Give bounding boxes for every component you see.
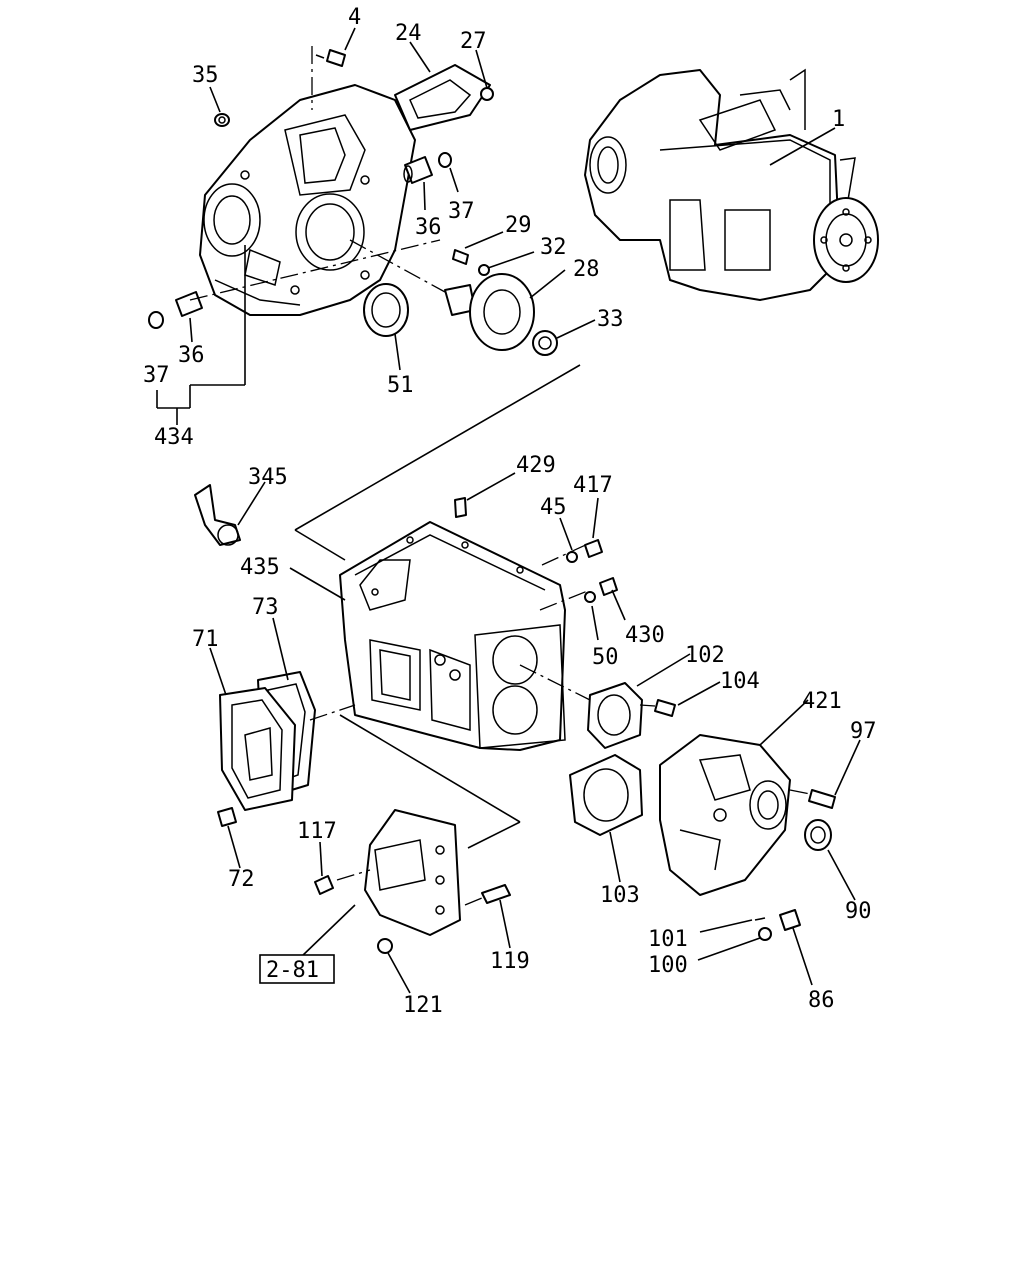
pin-101 [754, 917, 766, 921]
washer-37-top [438, 152, 452, 168]
callout-71: 71 [192, 627, 219, 652]
callout-100: 100 [648, 953, 688, 978]
callout-36: 36 [415, 215, 442, 240]
callout-434: 434 [154, 425, 194, 450]
callout-32: 32 [540, 235, 567, 260]
callout-labels: 4 24 27 35 1 36 37 29 32 28 33 36 37 51 … [143, 5, 877, 1018]
washer-45 [566, 551, 578, 563]
group-bracket-434 [156, 245, 246, 425]
callout-97: 97 [850, 719, 877, 744]
bolt-86 [779, 909, 801, 931]
callout-121: 121 [403, 993, 443, 1018]
assembly-lines [294, 364, 581, 849]
bolt-417 [584, 539, 603, 558]
callout-28: 28 [573, 257, 600, 282]
bolt-27 [480, 87, 494, 101]
callout-4: 4 [348, 5, 361, 30]
gasket-103 [569, 754, 643, 836]
stud-119 [481, 884, 511, 904]
callout-27: 27 [460, 29, 487, 54]
callout-33: 33 [597, 307, 624, 332]
callout-119: 119 [490, 949, 530, 974]
callout-36: 36 [178, 343, 205, 368]
callout-435: 435 [240, 555, 280, 580]
plug-100 [758, 927, 772, 941]
transmission-assembly [584, 68, 879, 301]
clutch-housing [199, 84, 416, 316]
callout-429: 429 [516, 453, 556, 478]
callout-104: 104 [720, 669, 760, 694]
callout-86: 86 [808, 988, 835, 1013]
bolt-117 [314, 875, 334, 895]
nut-35 [214, 113, 230, 127]
callout-51: 51 [387, 373, 414, 398]
center-lines [189, 46, 811, 906]
callout-50: 50 [592, 645, 619, 670]
callout-90: 90 [845, 899, 872, 924]
bracket-345 [194, 484, 241, 546]
callout-35: 35 [192, 63, 219, 88]
callout-73: 73 [252, 595, 279, 620]
bolt-29 [452, 249, 469, 265]
callout-421: 421 [802, 689, 842, 714]
callout-101: 101 [648, 927, 688, 952]
dowel-36-top [403, 156, 433, 184]
washer-50 [584, 591, 596, 603]
callout-72: 72 [228, 867, 255, 892]
washer-32 [478, 264, 490, 276]
callout-1: 1 [832, 107, 845, 132]
callout-430: 430 [625, 623, 665, 648]
bolt-72 [217, 807, 237, 827]
reference-box-label: 2-81 [266, 958, 319, 983]
oil-seal-33 [532, 330, 558, 356]
leader-lines [189, 27, 861, 994]
callout-117: 117 [297, 819, 337, 844]
bearing-retainer-28 [444, 273, 535, 351]
callout-24: 24 [395, 21, 422, 46]
cover-71 [219, 687, 296, 811]
nut-121 [377, 938, 393, 954]
callout-37: 37 [143, 363, 170, 388]
control-box-cover [364, 809, 461, 936]
bolt-104 [654, 699, 676, 717]
bolt-4 [315, 49, 346, 67]
callout-103: 103 [600, 883, 640, 908]
callout-345: 345 [248, 465, 288, 490]
callout-45: 45 [540, 495, 567, 520]
callout-37: 37 [448, 199, 475, 224]
callout-29: 29 [505, 213, 532, 238]
dowel-36-left [175, 291, 203, 317]
bolt-97 [808, 789, 836, 809]
bolt-430 [599, 577, 618, 596]
dowel-pin-429 [454, 497, 467, 518]
reference-box-2-81: 2-81 [259, 954, 335, 984]
oil-seal-51 [363, 283, 409, 337]
washer-37-left [148, 311, 164, 329]
extension-housing-421 [659, 734, 791, 896]
oil-seal-90 [804, 819, 832, 851]
cover-plate-24 [394, 64, 491, 131]
gasket-102 [587, 682, 643, 749]
callout-417: 417 [573, 473, 613, 498]
callout-102: 102 [685, 643, 725, 668]
transmission-case-435 [339, 521, 566, 751]
